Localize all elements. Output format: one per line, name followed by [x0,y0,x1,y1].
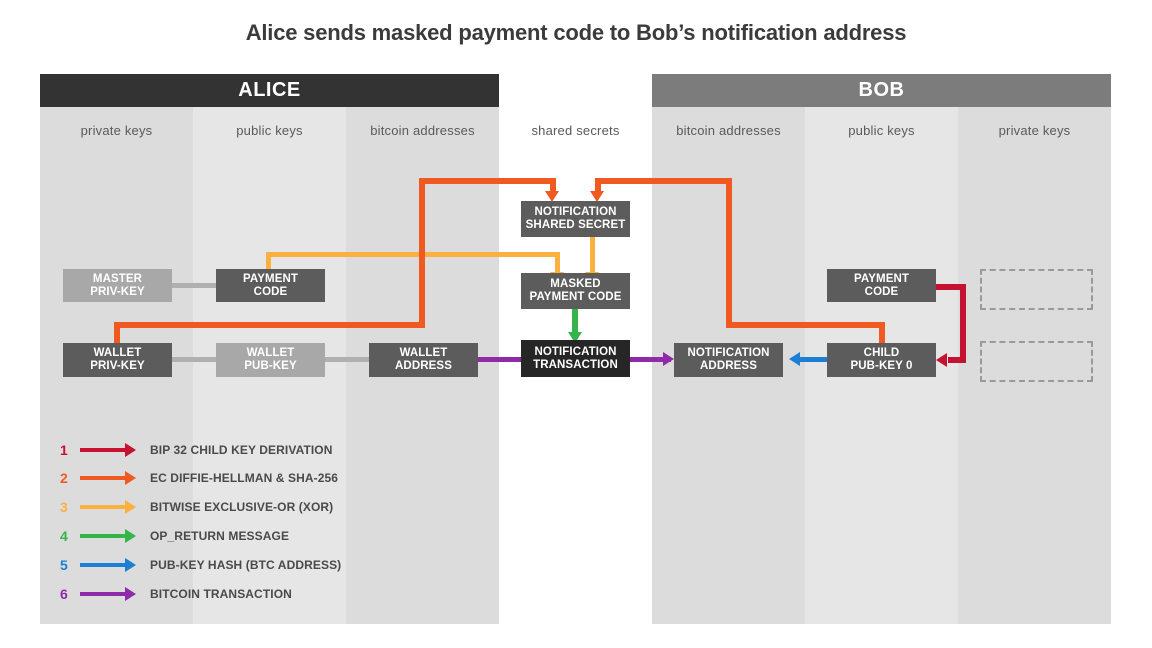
node-bob-child-pub-key[interactable]: CHILD PUB-KEY 0 [827,343,936,377]
page-title: Alice sends masked payment code to Bob’s… [245,20,907,45]
wire-btctx-alice [475,357,522,362]
arrowhead-bip32 [936,353,947,367]
node-alice-wallet-priv-key[interactable]: WALLET PRIV-KEY [63,343,172,377]
legend-number-2: 2 [60,470,68,486]
column-label-alice-private-keys: private keys [80,122,153,138]
arrowhead-pubkeyhash [789,352,800,366]
arrowhead-opreturn [568,332,582,343]
wire-master-to-payment-code [172,283,216,288]
wire-xor-across [266,252,560,257]
column-label-alice-public-keys: public keys [236,122,303,138]
wire-walletpub-to-walletaddress [325,357,369,362]
legend-number-3: 3 [60,499,68,515]
legend-label-4: OP_RETURN MESSAGE [150,529,290,543]
legend-number-6: 6 [60,586,68,602]
wire-ecdh-bob-vertical [726,178,732,328]
wire-ecdh-bob-across-high [595,178,732,184]
legend-label-3: BITWISE EXCLUSIVE-OR (XOR) [150,500,334,514]
legend-arrow-3 [80,500,136,514]
wire-ecdh-alice-vertical [419,178,425,328]
legend-label-5: PUB-KEY HASH (BTC ADDRESS) [150,558,342,572]
column-label-shared-secrets: shared secrets [531,122,620,138]
node-alice-wallet-address[interactable]: WALLET ADDRESS [369,343,478,377]
wire-opreturn-down [572,308,578,338]
wire-ecdh-bob-drop [595,178,601,195]
wire-bip32-bottom [948,357,966,363]
legend-arrow-4 [80,529,136,543]
wire-xor-paymentcode-up [266,252,271,271]
wire-ecdh-bob-across-low [726,322,885,328]
legend-label-1: BIP 32 CHILD KEY DERIVATION [150,443,333,457]
wire-ecdh-alice-across-low [114,322,425,328]
wire-ecdh-bob-down-into-child [879,322,885,344]
arrowhead-ecdh-into-sharedsecret-left [545,191,559,202]
legend-item-2: 2 EC DIFFIE-HELLMAN & SHA-256 [60,467,338,489]
legend-number-4: 4 [60,528,68,544]
node-bob-private-key-placeholder-1 [980,269,1093,310]
column-label-bob-private-keys: private keys [998,122,1071,138]
legend-arrow-2 [80,471,136,485]
node-notification-transaction[interactable]: NOTIFICATION TRANSACTION [521,340,630,377]
legend-arrow-6 [80,587,136,601]
wire-bip32-vertical [960,284,966,363]
node-masked-payment-code[interactable]: MASKED PAYMENT CODE [521,273,630,309]
wire-walletpriv-to-walletpub [172,357,216,362]
legend-number-1: 1 [60,442,68,458]
legend-item-6: 6 BITCOIN TRANSACTION [60,583,292,605]
legend-arrow-5 [80,558,136,572]
node-bob-payment-code[interactable]: PAYMENT CODE [827,269,936,302]
wire-ecdh-alice-drop [550,178,556,195]
node-bob-notification-address[interactable]: NOTIFICATION ADDRESS [674,343,783,377]
column-label-alice-bitcoin-addresses: bitcoin addresses [370,122,475,138]
column-label-bob-public-keys: public keys [848,122,915,138]
node-bob-private-key-placeholder-2 [980,341,1093,382]
legend-arrow-1 [80,443,136,457]
node-alice-master-priv-key[interactable]: MASTER PRIV-KEY [63,269,172,302]
legend-item-4: 4 OP_RETURN MESSAGE [60,525,289,547]
wire-btctx-bob [629,357,671,362]
wire-xor-down-left [555,252,560,276]
party-header-bob: BOB [652,74,1111,107]
node-alice-wallet-pub-key[interactable]: WALLET PUB-KEY [216,343,325,377]
wire-bip32-top [934,284,966,290]
arrowhead-btctx-into-notification-address [663,352,674,366]
legend-item-5: 5 PUB-KEY HASH (BTC ADDRESS) [60,554,341,576]
wire-ecdh-alice-up [114,322,120,344]
arrowhead-ecdh-into-sharedsecret-right [590,191,604,202]
legend-item-1: 1 BIP 32 CHILD KEY DERIVATION [60,439,333,461]
legend-item-3: 3 BITWISE EXCLUSIVE-OR (XOR) [60,496,333,518]
party-header-alice: ALICE [40,74,499,107]
wire-pubkeyhash [800,357,832,362]
wire-xor-sharedsecret-down [590,237,595,276]
wire-ecdh-alice-across-high [419,178,556,184]
node-notification-shared-secret[interactable]: NOTIFICATION SHARED SECRET [521,201,630,237]
legend-label-6: BITCOIN TRANSACTION [150,587,292,601]
legend-number-5: 5 [60,557,68,573]
legend-label-2: EC DIFFIE-HELLMAN & SHA-256 [150,471,339,485]
band-bob-private-keys [958,107,1111,624]
node-alice-payment-code[interactable]: PAYMENT CODE [216,269,325,302]
column-label-bob-bitcoin-addresses: bitcoin addresses [676,122,781,138]
